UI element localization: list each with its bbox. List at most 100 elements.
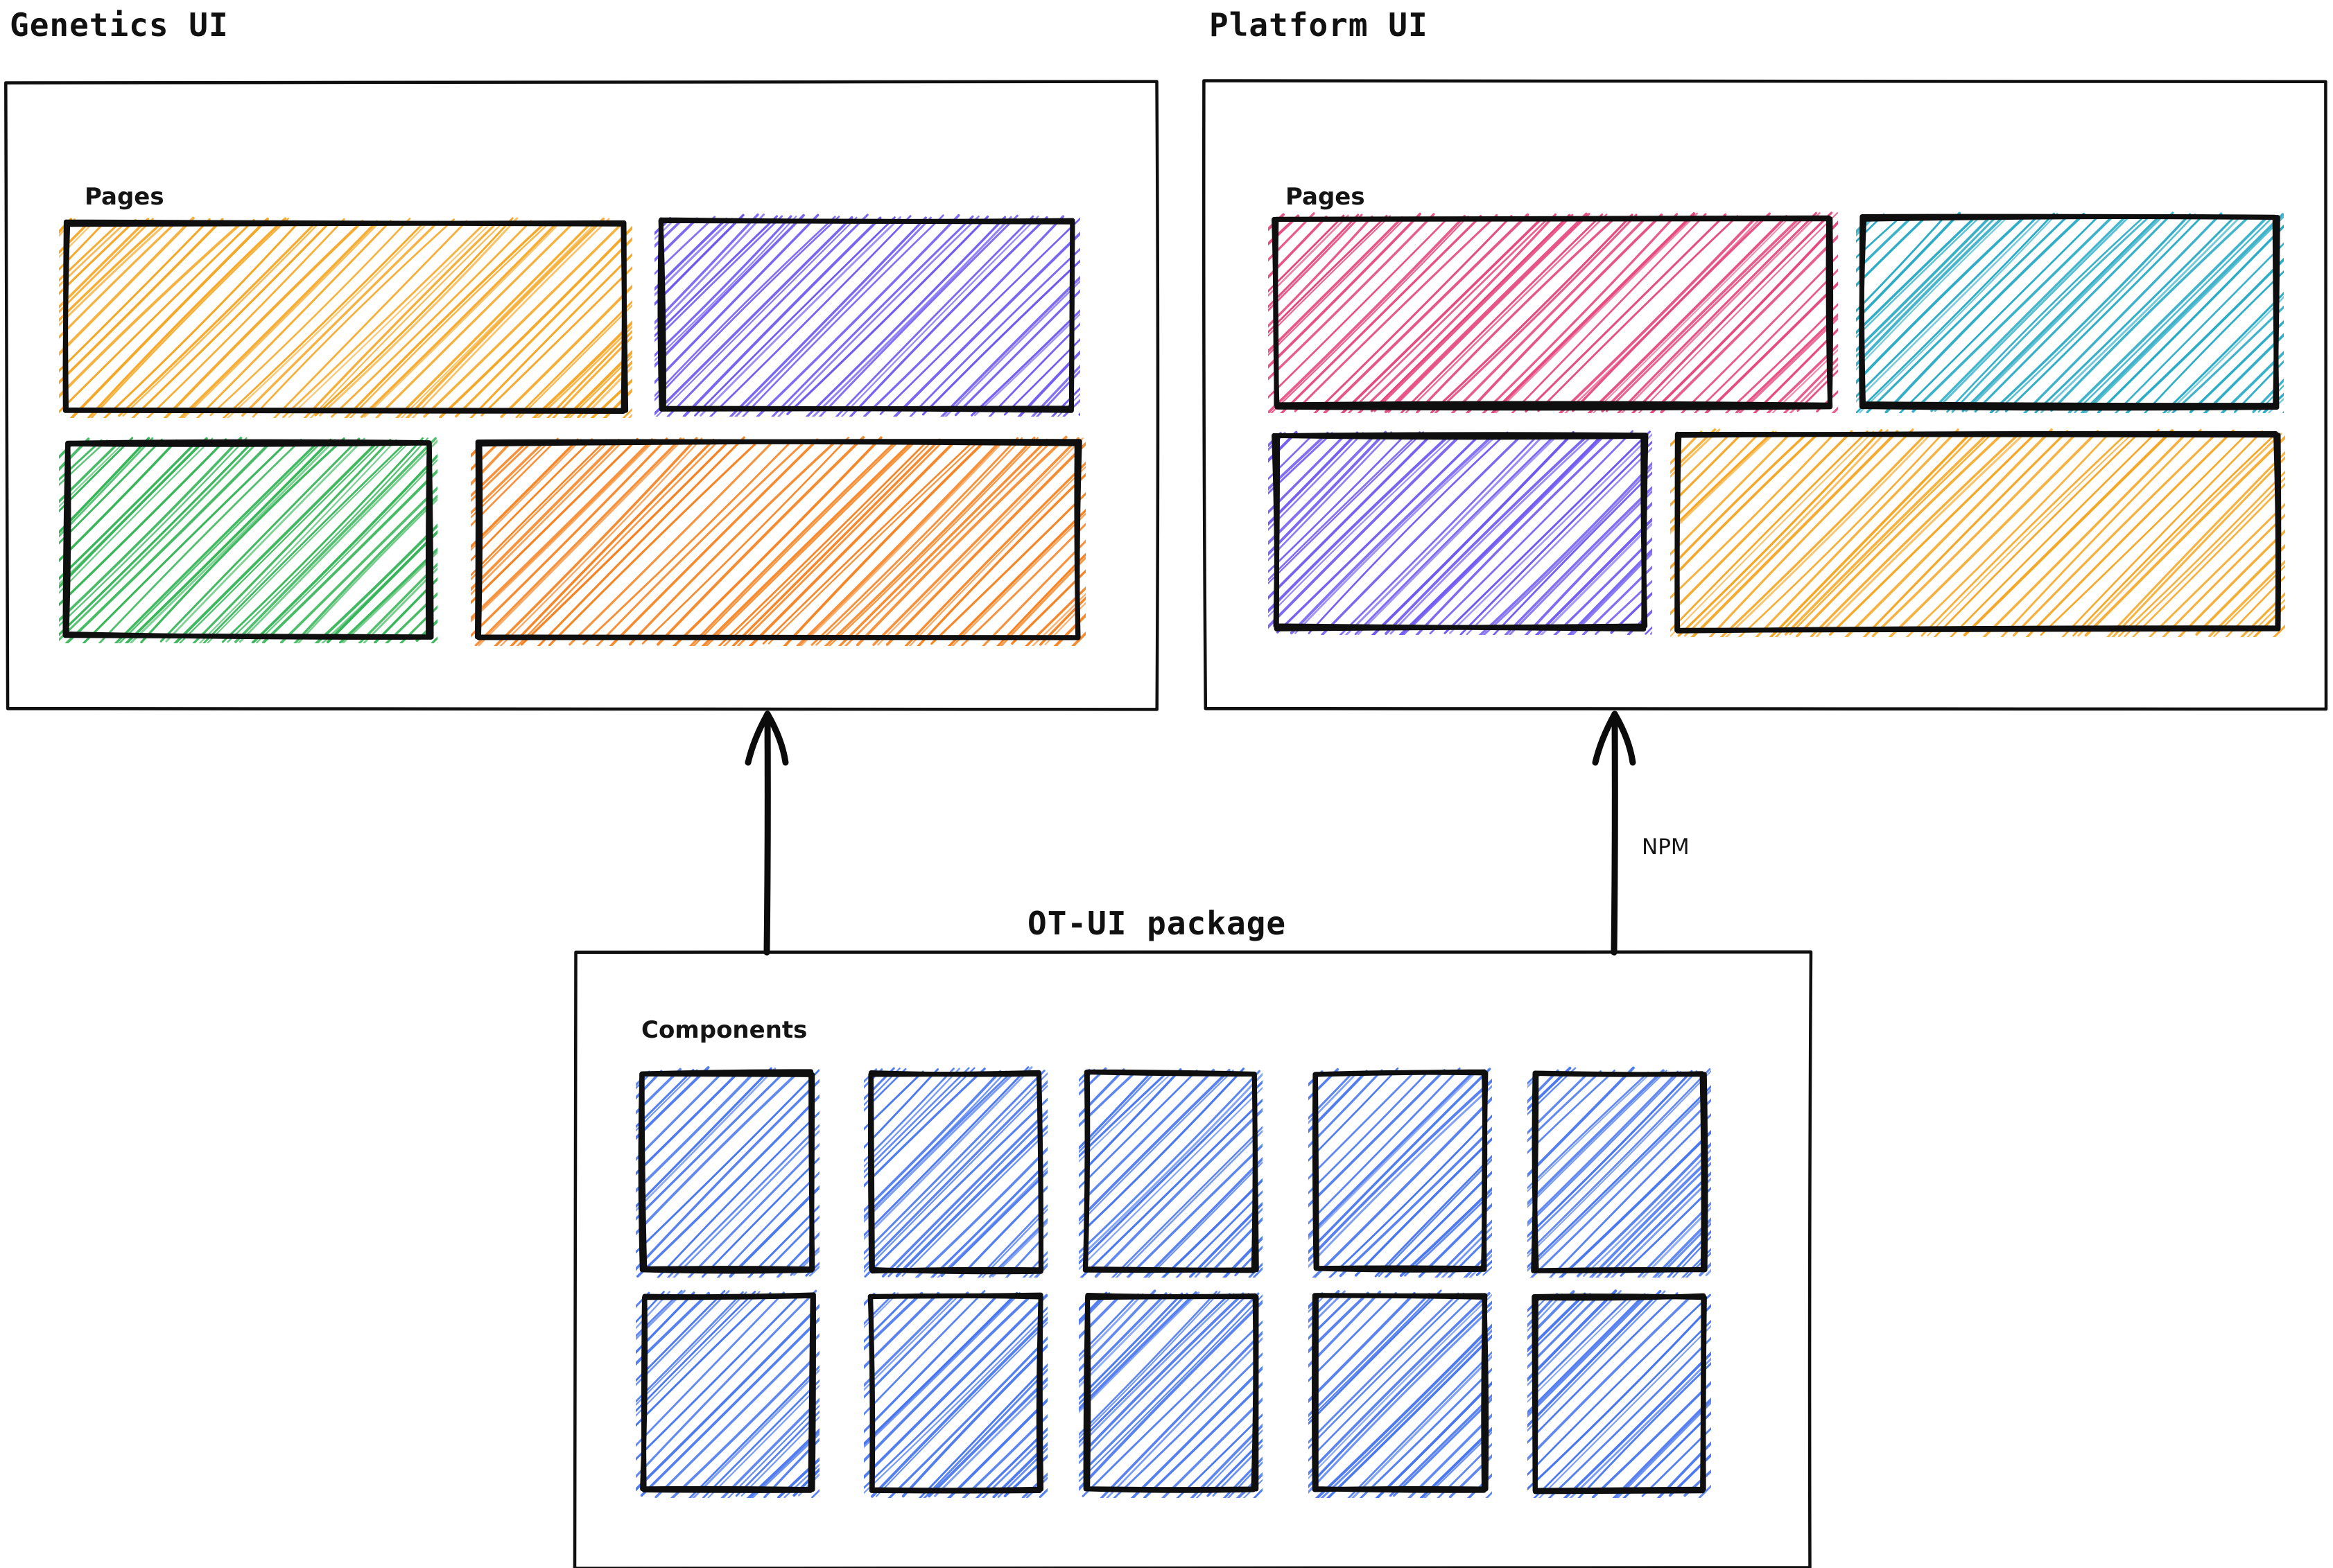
- genetics-ui-page-box-purple-fill-line: [654, 218, 684, 248]
- component-box-fill-line: [1468, 1253, 1492, 1278]
- platform-ui-page-box-teal-outline-stroke: [1859, 214, 2280, 411]
- component-box-fill-line: [687, 1142, 819, 1278]
- genetics-ui-page-box-yellow-fill-line: [118, 220, 318, 417]
- platform-ui-page-box-teal-fill-line: [1856, 216, 1997, 358]
- genetics-ui-page-box-green-fill-line: [59, 437, 248, 627]
- platform-ui-page-box-crimson-fill-line: [1789, 363, 1838, 413]
- genetics-ui-frame-stroke: [4, 80, 1160, 711]
- genetics-ui-page-box-yellow-fill-line: [309, 222, 504, 418]
- genetics-ui-page-box-orange-3[interactable]: [275, 435, 1279, 649]
- genetics-ui-page-box-yellow-fill-line: [59, 221, 127, 288]
- platform-ui-page-box-crimson-fill-line: [1537, 215, 1739, 412]
- component-box-0-2[interactable]: [885, 1067, 1462, 1280]
- component-box-fill-line: [1308, 1291, 1416, 1404]
- platform-ui-page-box-yellow-fill-line: [1670, 433, 1792, 556]
- component-box-fill-line: [636, 1291, 785, 1447]
- component-box-fill-line: [636, 1070, 663, 1100]
- platform-ui-page-box-yellow-fill-line: [1828, 432, 2037, 636]
- platform-ui-page-box-crimson-fill-line: [1680, 254, 1838, 413]
- genetics-ui-page-box-yellow-fill-line: [318, 217, 519, 417]
- component-box-0-3[interactable]: [1114, 1068, 1692, 1280]
- platform-ui-page-box-teal-fill-line: [2080, 213, 2284, 413]
- genetics-ui-page-box-yellow-fill-line: [469, 253, 632, 418]
- platform-ui-page-box-purple-fill-line: [1357, 435, 1559, 635]
- genetics-ui-page-box-purple-fill-line: [944, 279, 1080, 417]
- component-box-1-0[interactable]: [442, 1289, 1012, 1500]
- platform-ui-frame[interactable]: [1202, 79, 2328, 711]
- platform-ui-page-box-yellow-fill-line: [2225, 575, 2285, 637]
- platform-ui-page-box-crimson-fill-line: [1638, 212, 1838, 413]
- genetics-ui-page-box-purple-fill-line: [1035, 369, 1080, 417]
- component-box-fill: [1308, 1289, 1492, 1498]
- genetics-ui-page-box-green-outline-stroke: [62, 439, 432, 640]
- component-box-fill-line: [1527, 1289, 1618, 1382]
- component-box-fill-line: [1407, 1413, 1492, 1498]
- platform-ui-page-box-crimson-fill-line: [1572, 212, 1771, 412]
- genetics-ui-page-box-orange-fill-line: [657, 436, 865, 646]
- platform-ui-page-box-yellow-3[interactable]: [1480, 428, 2333, 640]
- component-box-fill-line: [1188, 1201, 1263, 1278]
- component-box-fill-line: [1527, 1070, 1698, 1243]
- component-box-fill-line: [691, 1368, 819, 1498]
- component-box-fill-line: [727, 1404, 819, 1498]
- component-box-fill: [1079, 1067, 1263, 1278]
- genetics-ui-page-box-yellow-fill-line: [405, 217, 605, 418]
- component-box-fill-line: [750, 1431, 819, 1498]
- platform-ui-page-box-yellow-fill-line: [2025, 429, 2235, 637]
- genetics-ui-page-box-orange-fill-line: [628, 439, 838, 646]
- genetics-ui-page-box-yellow-fill-line: [480, 266, 632, 417]
- platform-ui-page-box-crimson-0[interactable]: [1083, 211, 2033, 416]
- component-box-fill-line: [1437, 1443, 1492, 1498]
- component-box-1-1[interactable]: [674, 1289, 1240, 1501]
- ot-ui-package-frame[interactable]: [573, 950, 1813, 1568]
- platform-ui-page-box-teal-fill-line: [1856, 216, 1901, 259]
- component-box-0-1[interactable]: [671, 1066, 1242, 1280]
- genetics-ui-page-box-yellow-fill-line: [131, 220, 331, 418]
- genetics-ui-page-box-purple-fill-line: [654, 215, 783, 342]
- component-box-outline: [1312, 1069, 1489, 1273]
- component-box-fill-line: [1143, 1157, 1263, 1278]
- component-box-fill-line: [763, 1438, 819, 1498]
- component-box-outline-stroke: [867, 1292, 1044, 1493]
- component-box-outline-stroke: [641, 1293, 815, 1493]
- genetics-ui-page-box-orange-fill-line: [737, 439, 946, 646]
- genetics-ui-page-box-orange-fill-line: [692, 440, 900, 646]
- component-box-fill-line: [636, 1291, 744, 1403]
- platform-ui-page-box-purple-2[interactable]: [1081, 430, 1853, 638]
- genetics-ui-page-box-yellow-0[interactable]: [0, 216, 826, 421]
- component-box-fill-line: [1308, 1290, 1382, 1368]
- platform-ui-page-box-crimson-fill-line: [1373, 214, 1574, 412]
- platform-ui-page-box-yellow-fill-line: [2124, 476, 2285, 637]
- platform-ui-page-box-teal-fill-line: [1898, 216, 2099, 413]
- component-box-fill-line: [864, 1293, 1048, 1479]
- component-box-0-0[interactable]: [440, 1066, 1019, 1280]
- genetics-ui-page-box-green-fill-line: [59, 439, 178, 563]
- component-box-1-3[interactable]: [1115, 1289, 1685, 1501]
- component-box-fill-line: [746, 1428, 819, 1498]
- genetics-ui-page-box-orange-fill-line: [856, 435, 1068, 646]
- genetics-ui-page-box-green-2[interactable]: [0, 436, 643, 646]
- component-box-fill-line: [1320, 1329, 1492, 1498]
- component-box-0-4[interactable]: [1333, 1066, 1914, 1280]
- component-box-1-2[interactable]: [886, 1289, 1455, 1501]
- component-box-fill-line: [997, 1447, 1048, 1498]
- genetics-ui-page-box-purple-fill-line: [654, 214, 745, 306]
- platform-ui-page-box-crimson-fill-line: [1357, 213, 1557, 413]
- component-box-fill-line: [1308, 1070, 1369, 1133]
- platform-ui-page-box-yellow-fill-line: [1670, 433, 1807, 570]
- component-box-fill-line: [1558, 1130, 1711, 1278]
- platform-ui-page-box-crimson-fill-line: [1347, 217, 1550, 413]
- genetics-ui-page-box-purple-fill-line: [1050, 387, 1080, 417]
- genetics-ui-page-box-orange-fill-line: [999, 556, 1086, 646]
- platform-ui-page-box-purple-fill-line: [1268, 431, 1421, 582]
- platform-ui-page-box-purple-fill-line: [1268, 432, 1282, 448]
- platform-ui-page-box-purple-fill-line: [1268, 433, 1433, 600]
- genetics-ui-page-box-purple-1[interactable]: [466, 213, 1276, 419]
- component-box-fill-line: [1147, 1161, 1263, 1278]
- genetics-ui-page-box-green-fill-line: [227, 437, 428, 643]
- genetics-ui-frame[interactable]: [4, 80, 1160, 711]
- component-box-fill-line: [962, 1413, 1048, 1498]
- platform-ui-page-box-purple-fill-line: [1389, 435, 1593, 635]
- component-box-1-4[interactable]: [1336, 1289, 1907, 1500]
- platform-ui-page-box-teal-1[interactable]: [1673, 211, 2333, 416]
